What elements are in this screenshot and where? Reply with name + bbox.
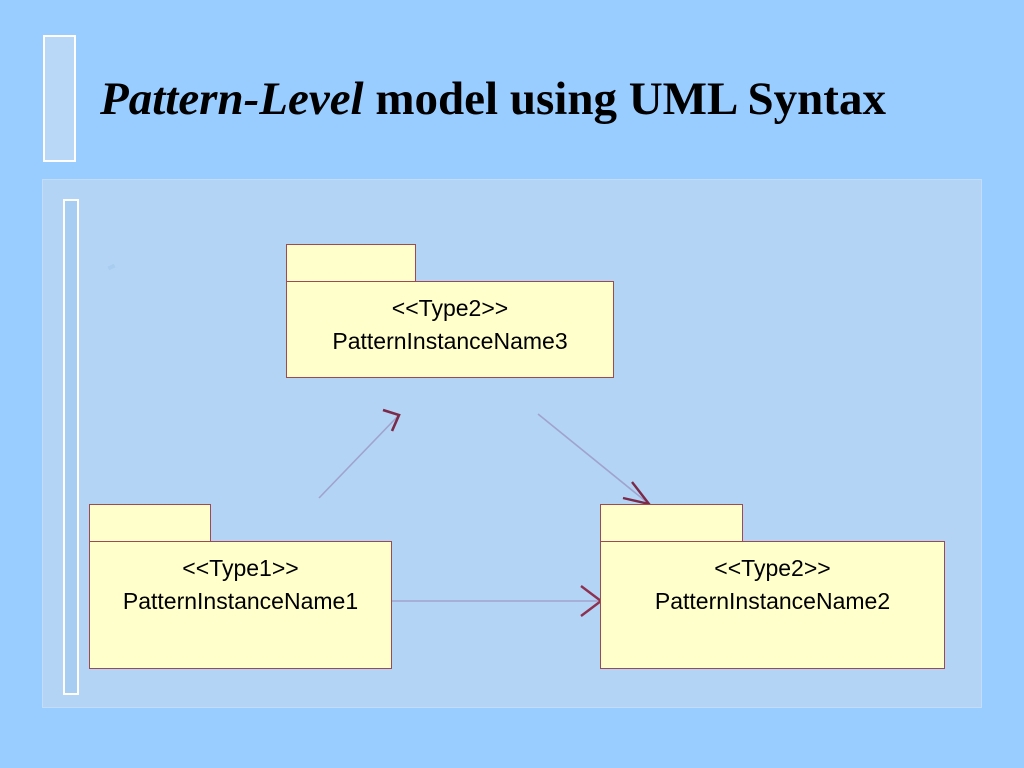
package-tab bbox=[89, 504, 211, 542]
package-name: PatternInstanceName2 bbox=[654, 587, 891, 614]
edge-name1-to-name2 bbox=[392, 585, 603, 617]
content-panel: <<Type2>> PatternInstanceName3 <<Type1>>… bbox=[42, 179, 982, 708]
uml-package-diagram: <<Type2>> PatternInstanceName3 <<Type1>>… bbox=[43, 180, 983, 709]
edge-name3-to-name2 bbox=[537, 413, 653, 506]
package-name: PatternInstanceName1 bbox=[122, 587, 359, 614]
package-tab bbox=[286, 244, 416, 282]
edge-name1-to-name3 bbox=[318, 408, 401, 499]
page-title-emphasis: Pattern-Level bbox=[100, 73, 364, 126]
package-body: <<Type1>> PatternInstanceName1 bbox=[89, 541, 392, 669]
package-stereotype: <<Type1>> bbox=[182, 555, 299, 581]
package-name: PatternInstanceName3 bbox=[332, 327, 568, 354]
title-accent-bar bbox=[43, 35, 76, 162]
package-stereotype: <<Type2>> bbox=[714, 555, 831, 581]
package-body: <<Type2>> PatternInstanceName2 bbox=[600, 541, 945, 669]
page-title-rest: model using UML Syntax bbox=[363, 73, 886, 126]
panel-accent-bar bbox=[63, 199, 79, 695]
package-stereotype: <<Type2>> bbox=[391, 295, 509, 321]
package-body: <<Type2>> PatternInstanceName3 bbox=[286, 281, 614, 378]
arrowhead-icon bbox=[382, 408, 401, 432]
package-tab bbox=[600, 504, 743, 542]
page-title: Pattern-Level model using UML Syntax bbox=[100, 65, 950, 133]
